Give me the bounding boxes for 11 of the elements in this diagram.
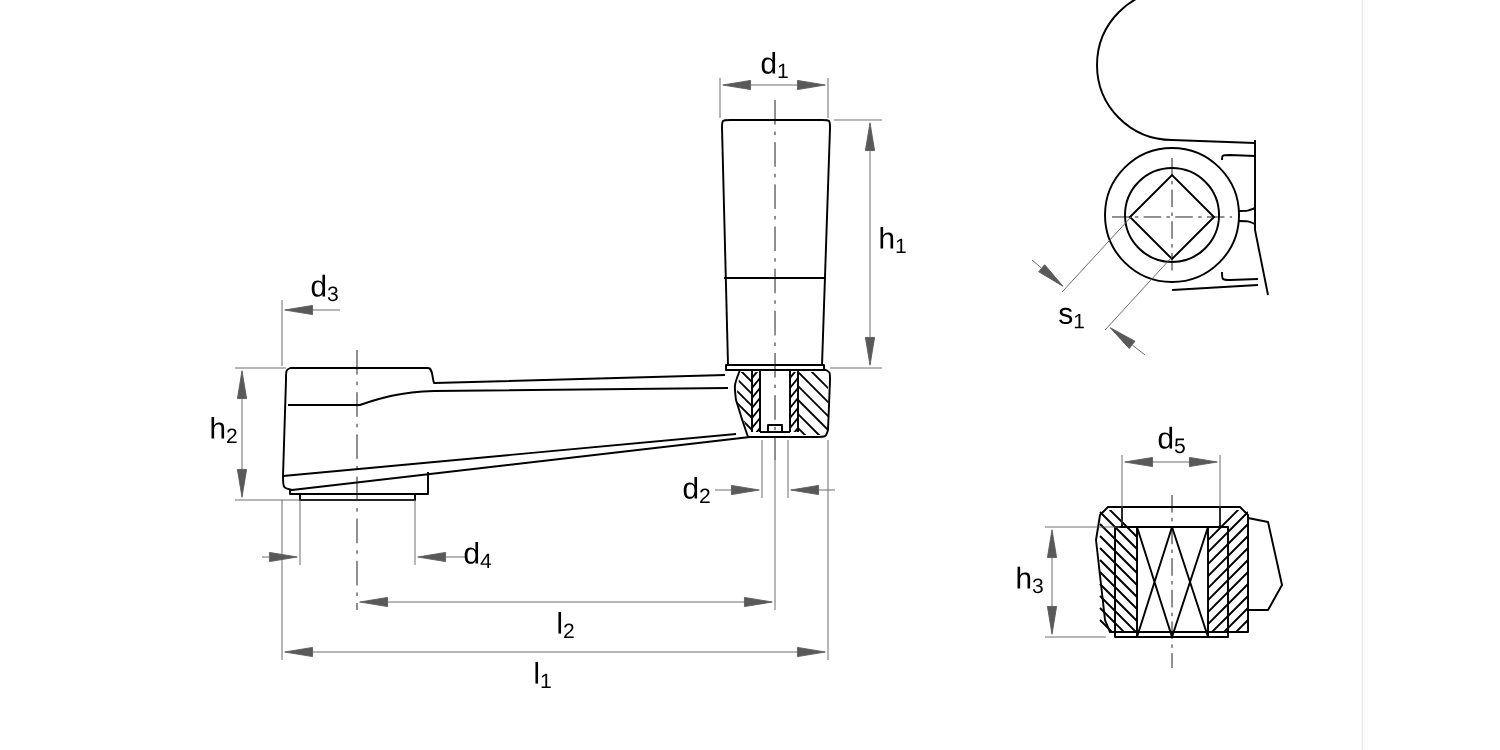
dimension-label: s$_{1}$ [1059,307,1084,329]
dimension-label: d$_{3}$ [311,274,338,302]
dimension-label: l$_{2}$ [558,611,574,639]
dimension-label: h$_{3}$ [1017,566,1043,594]
dimension-label: h$_{2}$ [211,416,237,444]
dimension-label: h$_{1}$ [880,226,906,254]
dimension-label: d$_{2}$ [683,476,710,504]
dimension-label: d$_{5}$ [1158,426,1185,454]
dimension-label: l$_{1}$ [535,661,551,689]
dimension-label: d$_{4}$ [464,541,492,569]
dimension-label: d$_{1}$ [761,51,788,79]
